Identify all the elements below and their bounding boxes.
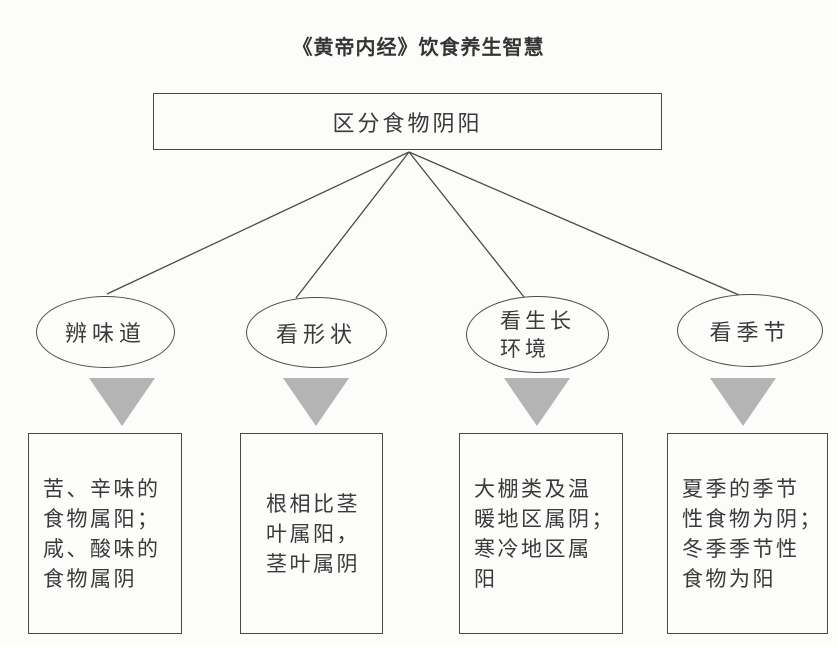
detail-box-shape: 根相比茎 叶属阳， 茎叶属阴 <box>240 433 383 634</box>
detail-box-environment: 大棚类及温 暖地区属阴； 寒冷地区属 阳 <box>459 433 623 634</box>
connector-line-shape <box>295 151 410 299</box>
category-oval-environment: 看生长 环境 <box>466 296 609 373</box>
category-oval-season: 看季节 <box>677 294 823 367</box>
down-triangle-icon <box>504 378 570 426</box>
down-triangle-icon <box>89 378 155 426</box>
connector-line-season <box>408 151 740 296</box>
down-triangle-icon <box>710 378 776 426</box>
connector-line-taste <box>106 151 410 295</box>
category-oval-taste: 辨味道 <box>36 296 175 368</box>
connector-line-environment <box>408 151 525 298</box>
detail-box-season: 夏季的季节 性食物为阴； 冬季季节性 食物为阳 <box>667 433 828 634</box>
diagram-title: 《黄帝内经》饮食养生智慧 <box>292 37 545 59</box>
category-oval-shape: 看形状 <box>246 297 387 368</box>
root-node-box: 区分食物阴阳 <box>153 93 662 150</box>
down-triangle-icon <box>283 378 349 426</box>
detail-box-taste: 苦、辛味的 食物属阳； 咸、酸味的 食物属阴 <box>28 433 182 634</box>
